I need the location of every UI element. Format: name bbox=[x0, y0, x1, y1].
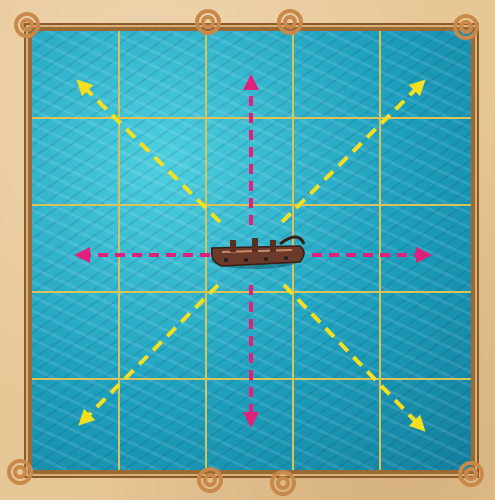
rope-knot-icon bbox=[197, 11, 219, 33]
pirate-ship-icon[interactable] bbox=[211, 237, 304, 269]
rope-knot-icon bbox=[16, 14, 38, 36]
rope-knot-icon bbox=[460, 463, 482, 485]
move-arrow-down-right[interactable] bbox=[284, 285, 420, 426]
rope-knot-icon bbox=[9, 461, 31, 483]
rope-knot-icon bbox=[279, 11, 301, 33]
rope-knot-icon bbox=[199, 469, 221, 491]
rope-knot-icon bbox=[455, 16, 477, 38]
move-arrow-up-left[interactable] bbox=[82, 85, 220, 222]
move-arrow-down-left[interactable] bbox=[84, 285, 218, 420]
rope-knot-icon bbox=[272, 472, 294, 494]
move-arrow-up-right[interactable] bbox=[282, 85, 420, 222]
